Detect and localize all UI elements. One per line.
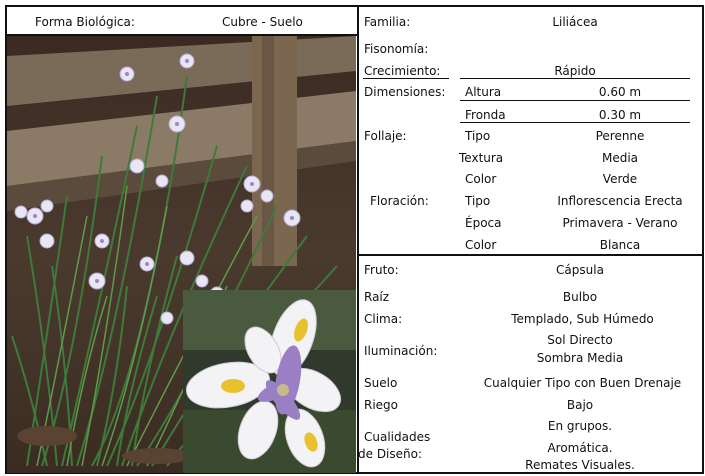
sheet-frame [5,5,704,474]
flower-closeup-photo [183,290,356,473]
clima-value: Templado, Sub Húmedo [511,312,654,326]
flor-color-label: Color [465,238,497,252]
iluminacion-label: Iluminación: [364,344,438,358]
epoca-value: Primavera - Verano [562,216,678,230]
riego-value: Bajo [566,398,594,412]
altura-value: 0.60 m [598,85,642,99]
riego-label: Riego [364,398,399,412]
cualidades-value-2: Aromática. [547,441,613,455]
suelo-label: Suelo [364,376,398,390]
column-divider [357,5,359,474]
follaje-label: Follaje: [364,129,407,143]
crecimiento-value: Rápido [554,64,596,78]
fruto-value: Cápsula [556,263,604,277]
textura-label: Textura [459,151,504,165]
crecimiento-label: Crecimiento: [364,64,441,78]
follaje-tipo-value: Perenne [595,129,645,143]
iluminacion-value-2: Sombra Media [536,351,624,365]
raiz-label: Raíz [364,290,390,304]
forma-biologica-value: Cubre - Suelo [222,15,303,29]
cualidades-value-3: Remates Visuales. [525,458,635,472]
flor-tipo-value: Inflorescencia Erecta [557,194,683,208]
cualidades-value-1: En grupos. [547,419,613,433]
epoca-label: Época [465,216,502,230]
flor-color-value: Blanca [599,238,641,252]
row-rule-fronda [460,122,690,123]
fronda-value: 0.30 m [598,108,642,122]
header-divider [5,34,357,36]
forma-biologica-label: Forma Biológica: [35,15,135,29]
dimensiones-label: Dimensiones: [364,85,446,99]
altura-label: Altura [465,85,502,99]
suelo-value: Cualquier Tipo con Buen Drenaje [483,376,682,390]
textura-value: Media [601,151,639,165]
crecimiento-value-underline [460,78,690,79]
cualidades-label-2: de Diseño: [358,447,423,461]
iluminacion-value-1: Sol Directo [547,333,613,347]
follaje-color-value: Verde [602,172,638,186]
crecimiento-underline [363,78,449,79]
fruto-label: Fruto: [364,263,399,277]
fronda-label: Fronda [465,108,506,122]
familia-value: Liliácea [552,15,598,29]
follaje-color-label: Color [465,172,497,186]
clima-label: Clima: [364,312,403,326]
flor-tipo-label: Tipo [465,194,491,208]
follaje-tipo-label: Tipo [465,129,491,143]
floracion-label: Floración: [370,194,429,208]
fisonomia-label: Fisonomía: [364,42,429,56]
cualidades-label-1: Cualidades [364,430,431,444]
row-rule-altura [460,100,690,101]
section-divider-top [358,254,704,256]
raiz-value: Bulbo [562,290,598,304]
familia-label: Familia: [364,15,411,29]
